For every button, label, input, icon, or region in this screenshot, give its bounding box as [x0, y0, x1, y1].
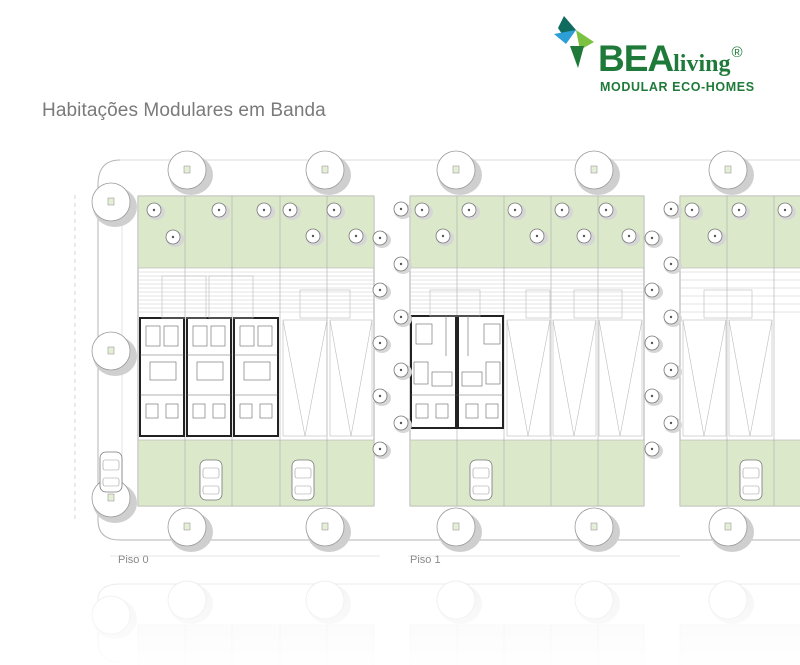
- block-piso-1: [409, 195, 645, 507]
- tree: [167, 150, 214, 196]
- block-1-house-interiors: [140, 325, 278, 419]
- tree: [167, 507, 214, 553]
- block-1-car: [291, 459, 315, 501]
- block-2-house-interiors: [411, 316, 503, 419]
- shrub: [663, 362, 683, 381]
- tree: [91, 331, 138, 377]
- road-outline: [97, 159, 800, 541]
- shrub: [372, 441, 392, 460]
- plan-reflection: [0, 570, 800, 665]
- shrub: [663, 415, 683, 434]
- shrub: [393, 415, 413, 434]
- page-title: Habitações Modulares em Banda: [42, 100, 326, 121]
- tree: [574, 507, 621, 553]
- registered-mark: ®: [731, 44, 743, 61]
- tree: [436, 150, 483, 196]
- block-3-terrace-hatch: [680, 271, 800, 313]
- shrub: [644, 282, 664, 301]
- tree: [436, 507, 483, 553]
- shrub: [393, 362, 413, 381]
- block-3-car: [739, 459, 763, 501]
- road-car: [99, 451, 123, 493]
- block-2-upper-floor-outlines: [429, 289, 643, 437]
- brand-name-script: living: [673, 51, 731, 77]
- shrub: [372, 335, 392, 354]
- block-3-upper-floor-outlines: [682, 289, 773, 437]
- brand-tagline: MODULAR ECO-HOMES: [600, 80, 755, 94]
- shrub: [372, 230, 392, 249]
- tree: [91, 182, 138, 228]
- block-2-terrace-hatch: [410, 271, 644, 313]
- shrub: [663, 256, 683, 275]
- tree: [305, 150, 352, 196]
- block-3-lot-dividers: [726, 196, 775, 506]
- shrub: [663, 309, 683, 328]
- brand-name: BEAliving®: [598, 38, 743, 80]
- floor-label-piso-0: Piso 0: [118, 554, 149, 566]
- block-1-upper-floor-outlines: [161, 275, 373, 437]
- tree: [305, 507, 352, 553]
- shrub: [393, 309, 413, 328]
- brand-name-bold: BEA: [598, 38, 674, 79]
- shrub: [393, 201, 413, 220]
- floor-label-piso-1: Piso 1: [410, 554, 441, 566]
- shrub: [644, 335, 664, 354]
- block-1-front-garden: [137, 439, 375, 507]
- block-1-car: [199, 459, 223, 501]
- brand-leaf-icon: [554, 16, 594, 68]
- brand-logo: BEAliving® MODULAR ECO-HOMES: [554, 16, 794, 100]
- shrub: [393, 256, 413, 275]
- shrub: [663, 201, 683, 220]
- shrub: [644, 441, 664, 460]
- block-3: [679, 195, 800, 507]
- shrub: [372, 282, 392, 301]
- shrub: [644, 230, 664, 249]
- block-2-car: [469, 459, 493, 501]
- shrub: [372, 388, 392, 407]
- shrub: [644, 388, 664, 407]
- block-1-house-walls: [139, 317, 279, 437]
- block-2-front-garden: [409, 439, 645, 507]
- block-2-house-walls: [410, 315, 504, 429]
- tree: [574, 150, 621, 196]
- block-1-terrace-hatch: [138, 271, 374, 313]
- block-piso-0: [137, 195, 375, 507]
- tree: [708, 507, 755, 553]
- tree: [708, 150, 755, 196]
